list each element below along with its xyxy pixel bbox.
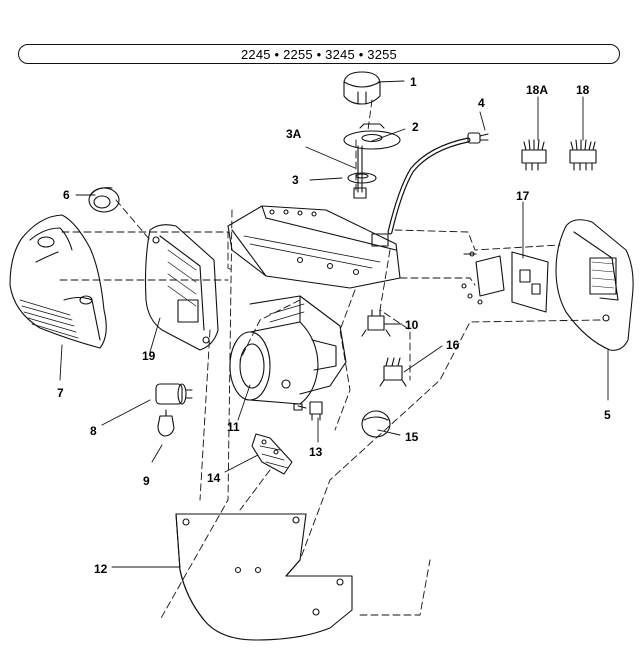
callout-11: 11: [227, 420, 240, 434]
callout-8: 8: [90, 424, 97, 438]
part-limit-switch: [361, 309, 391, 337]
part-travel-module: [379, 357, 407, 387]
callout-2: 2: [412, 120, 419, 134]
callout-18: 18: [576, 83, 590, 97]
callout-leaders: [59, 80, 609, 568]
part-capacitor: [155, 383, 193, 405]
part-cover-cap: [343, 71, 381, 105]
callout-1: 1: [410, 75, 417, 89]
callout-4: 4: [478, 96, 485, 110]
part-end-panel-bracket: [144, 224, 219, 351]
callout-18A: 18A: [526, 83, 549, 97]
assembly-guide-lines: [59, 99, 601, 621]
model-number-banner: 2245 • 2255 • 3245 • 3255: [18, 44, 620, 64]
part-light-socket: [361, 410, 391, 438]
part-wire-harness-18: [569, 139, 597, 171]
callout-17: 17: [516, 189, 530, 203]
callout-3A: 3A: [286, 127, 302, 141]
callout-19: 19: [142, 349, 156, 363]
part-end-panel-cover: [9, 214, 107, 349]
part-capacitor-bracket: [157, 409, 175, 437]
part-light-lens: [88, 187, 120, 213]
callout-12: 12: [94, 562, 108, 576]
callout-6: 6: [63, 188, 70, 202]
part-right-cover: [555, 219, 634, 351]
part-power-cord: [387, 132, 489, 235]
callout-13: 13: [309, 445, 323, 459]
callout-3: 3: [292, 173, 299, 187]
part-sprocket-assembly: [343, 123, 401, 199]
part-chassis-plate: [227, 205, 401, 289]
callout-5: 5: [604, 408, 611, 422]
callout-7: 7: [57, 386, 64, 400]
model-numbers-text: 2245 • 2255 • 3245 • 3255: [240, 46, 397, 62]
callout-10: 10: [405, 318, 419, 332]
part-wire-bundle: [251, 433, 293, 475]
callout-14: 14: [207, 471, 221, 485]
part-wire-harness-18A: [521, 139, 547, 171]
callout-16: 16: [446, 338, 460, 352]
part-logic-board: [461, 251, 549, 313]
part-bottom-cover: [175, 513, 353, 641]
callout-15: 15: [405, 430, 419, 444]
callout-9: 9: [143, 474, 150, 488]
part-rpm-sensor: [293, 401, 323, 421]
part-motor-gearbox: [229, 295, 347, 405]
